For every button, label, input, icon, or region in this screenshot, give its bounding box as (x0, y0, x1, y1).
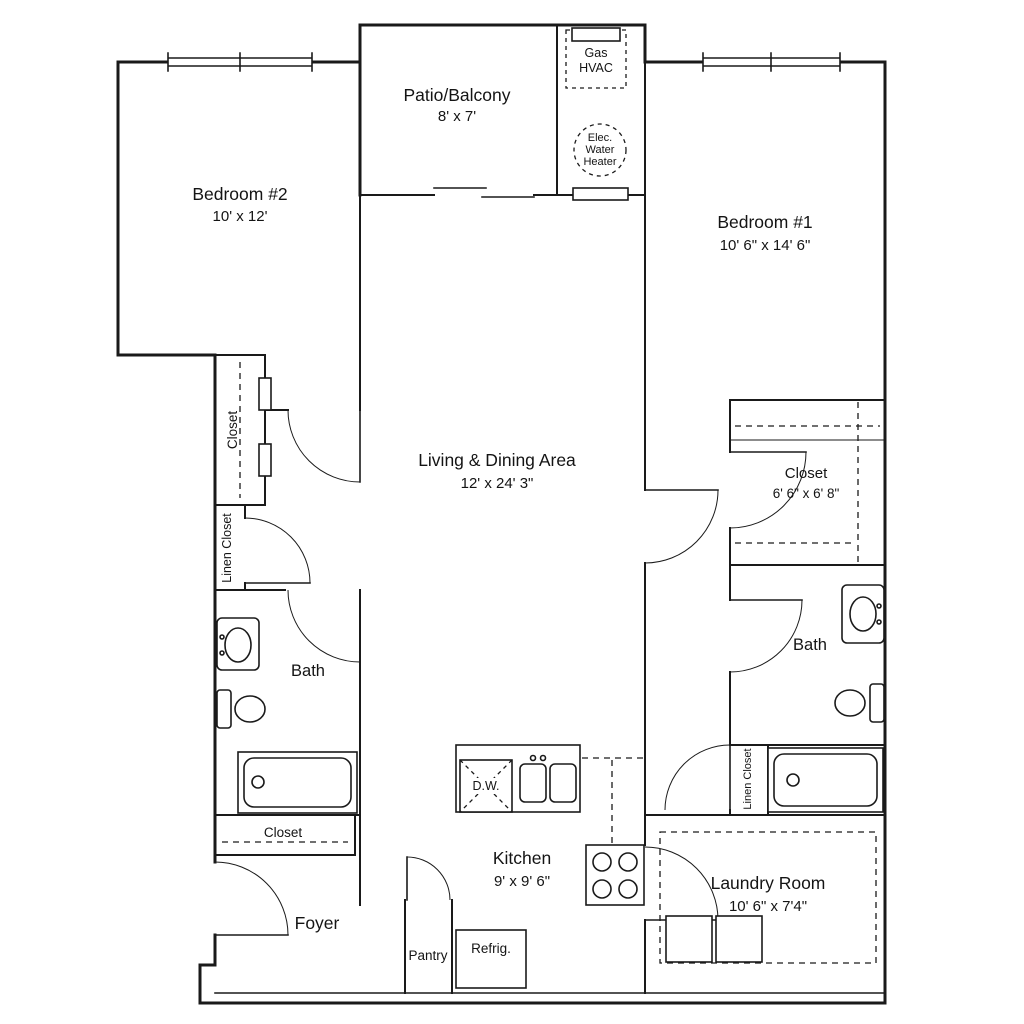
bathtub (237, 751, 358, 814)
water-heater-label-2: Water (586, 144, 615, 156)
kitchen-dims: 9' x 9' 6" (494, 873, 550, 890)
dishwasher-label: D.W. (472, 779, 499, 793)
patio-dims: 8' x 7' (438, 108, 476, 125)
bedroom1-label: Bedroom #1 (717, 212, 812, 232)
door-swings (214, 409, 807, 936)
kitchen-label: Kitchen (493, 848, 551, 868)
bedroom1-dims: 10' 6" x 14' 6" (720, 237, 811, 254)
gas-hvac-label-1: Gas (585, 46, 608, 60)
toilet (834, 683, 885, 723)
bath-right-fixtures (767, 584, 885, 813)
foyer-label: Foyer (295, 913, 340, 933)
room-labels: Patio/Balcony 8' x 7' Gas HVAC Elec. Wat… (192, 46, 839, 963)
water-heater-label-3: Heater (583, 156, 616, 168)
pantry-label: Pantry (408, 948, 447, 963)
kitchen-cabinet-dashes (582, 757, 643, 843)
closet-right-label: Closet (785, 465, 828, 482)
laundry-dims: 10' 6" x 7'4" (729, 898, 807, 915)
sink (841, 584, 885, 644)
washer (665, 915, 713, 963)
stove (585, 844, 645, 906)
bath-right-label: Bath (793, 636, 827, 654)
closet-door-panel (258, 377, 272, 411)
gas-hvac-label-2: HVAC (579, 61, 613, 75)
bedroom2-dims: 10' x 12' (213, 208, 268, 225)
kitchen-fixtures (455, 744, 645, 989)
laundry-fixtures (659, 831, 877, 964)
refrigerator-label: Refrig. (471, 941, 511, 956)
living-dims: 12' x 24' 3" (461, 475, 534, 492)
closet-entry-label: Closet (264, 825, 303, 840)
linen-right-label: Linen Closet (742, 748, 754, 809)
closet-left-label: Closet (225, 411, 240, 450)
interior-walls (214, 24, 886, 994)
bathtub (767, 747, 884, 813)
kitchen-sink (519, 754, 577, 803)
hvac-unit (565, 27, 627, 89)
linen-left-label: Linen Closet (220, 513, 234, 583)
dryer (715, 915, 763, 963)
sliding-door (433, 187, 535, 198)
refrigerator (455, 929, 527, 989)
dishwasher (459, 759, 513, 813)
closet-right-dims: 6' 6" x 6' 8" (773, 486, 840, 501)
toilet (216, 689, 266, 729)
living-label: Living & Dining Area (418, 450, 576, 470)
patio-label: Patio/Balcony (403, 85, 510, 105)
bath-left-label: Bath (291, 662, 325, 680)
laundry-label: Laundry Room (711, 873, 826, 893)
laundry-dashed-area (659, 831, 877, 964)
closet-door-panel (258, 443, 272, 477)
windows (167, 52, 841, 72)
bedroom2-label: Bedroom #2 (192, 184, 287, 204)
water-heater (572, 123, 629, 201)
water-heater-label-1: Elec. (588, 132, 612, 144)
sink (216, 617, 260, 671)
closet-details (222, 362, 885, 843)
bath-left-fixtures (216, 617, 358, 814)
